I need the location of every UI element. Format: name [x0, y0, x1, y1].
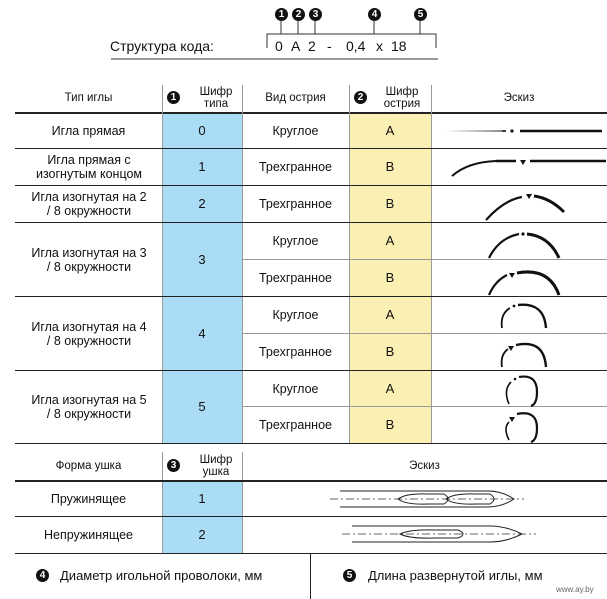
code-part-times: х — [376, 38, 383, 54]
point-kind-cell: Круглое — [272, 234, 319, 248]
header-needle-type: Тип иглы — [64, 92, 113, 104]
type-cell: Игла прямая с изогнутым концом — [35, 153, 143, 181]
eye-form-cell: Пружинящее — [50, 491, 127, 506]
marker-3: 3 — [309, 8, 322, 21]
type-code-cell: 1 — [198, 159, 206, 174]
type-cell: Игла изогнутая на 5 / 8 окружности — [31, 393, 147, 421]
needle-sketch-2-8 — [485, 194, 566, 221]
type-cell: Игла изогнутая на 3 / 8 окружности — [31, 245, 147, 274]
point-kind-cell: Круглое — [272, 381, 319, 396]
code-part-dash: - — [327, 38, 332, 54]
point-code-cell: В — [385, 344, 395, 359]
header-eye-sketch: Эскиз — [409, 460, 440, 472]
eye-sketch-nonspring — [342, 525, 536, 543]
point-kind-cell: Круглое — [272, 123, 319, 138]
type-code-cell: 4 — [198, 325, 206, 341]
header-eye-code: Шифр ушка — [199, 454, 233, 478]
point-kind-cell: Круглое — [272, 308, 319, 322]
needle-sketch-3-8-round — [488, 232, 561, 259]
marker-2: 2 — [292, 8, 305, 21]
eye-form-cell: Непружинящее — [43, 528, 133, 542]
point-kind-cell: Трехгранное — [259, 345, 332, 359]
eye-code-cell: 1 — [198, 490, 206, 506]
needle-sketch-5-8-cutting — [505, 412, 539, 444]
footer-marker-4: 4 — [36, 569, 49, 582]
needle-sketch-bent-end — [451, 159, 606, 177]
point-code-cell: В — [385, 270, 395, 285]
header-sketch: Эскиз — [503, 92, 535, 104]
point-kind-cell: Трехгранное — [259, 418, 332, 432]
point-code-cell: А — [385, 122, 395, 138]
point-code-cell: В — [385, 196, 395, 211]
needle-sketch-3-8-cutting — [487, 270, 561, 296]
type-cell: Игла изогнутая на 4 / 8 окружности — [31, 319, 147, 348]
needle-sketch-straight — [444, 129, 602, 133]
header-marker-1: 1 — [167, 91, 180, 104]
type-cell: Игла изогнутая на 2 / 8 окружности — [31, 190, 147, 218]
needle-sketch-4-8-cutting — [500, 342, 548, 368]
point-code-cell: А — [385, 307, 395, 322]
point-code-cell: А — [385, 233, 395, 248]
code-part-eye: 2 — [308, 38, 316, 54]
watermark: www.ay.by — [556, 585, 594, 594]
type-code-cell: 0 — [198, 122, 206, 138]
code-structure-label: Структура кода: — [110, 38, 214, 54]
footer-diameter: Диаметр игольной проволоки, мм — [60, 568, 263, 583]
marker-4: 4 — [368, 8, 381, 21]
point-code-cell: В — [385, 159, 395, 174]
point-kind-cell: Трехгранное — [259, 197, 332, 211]
type-cell: Игла прямая — [51, 123, 126, 138]
header-point-kind: Вид острия — [265, 92, 326, 104]
code-part-diameter: 0,4 — [346, 38, 366, 54]
point-code-cell: В — [385, 417, 395, 432]
header-point-code: Шифр острия — [383, 86, 421, 110]
header-marker-3: 3 — [167, 459, 180, 472]
needle-sketch-4-8-round — [500, 303, 548, 329]
needle-sketch-5-8-round — [505, 375, 539, 408]
header-eye-form: Форма ушка — [55, 460, 122, 472]
eye-code-cell: 2 — [198, 527, 206, 542]
marker-5: 5 — [414, 8, 427, 21]
code-part-length: 18 — [391, 38, 407, 54]
footer-marker-5: 5 — [343, 569, 356, 582]
header-type-code: Шифр типа — [199, 86, 233, 110]
eye-sketch-spring — [330, 490, 524, 508]
point-kind-cell: Трехгранное — [259, 160, 332, 174]
point-code-cell: А — [385, 380, 395, 396]
footer-length: Длина развернутой иглы, мм — [368, 568, 543, 583]
type-code-cell: 2 — [198, 196, 206, 211]
header-marker-2: 2 — [354, 91, 367, 104]
code-part-type: 0 — [275, 38, 283, 54]
code-part-point: А — [291, 38, 301, 54]
point-kind-cell: Трехгранное — [259, 271, 332, 285]
type-code-cell: 3 — [198, 251, 206, 267]
marker-1: 1 — [275, 8, 288, 21]
type-code-cell: 5 — [198, 399, 206, 414]
code-bracket — [111, 21, 438, 60]
